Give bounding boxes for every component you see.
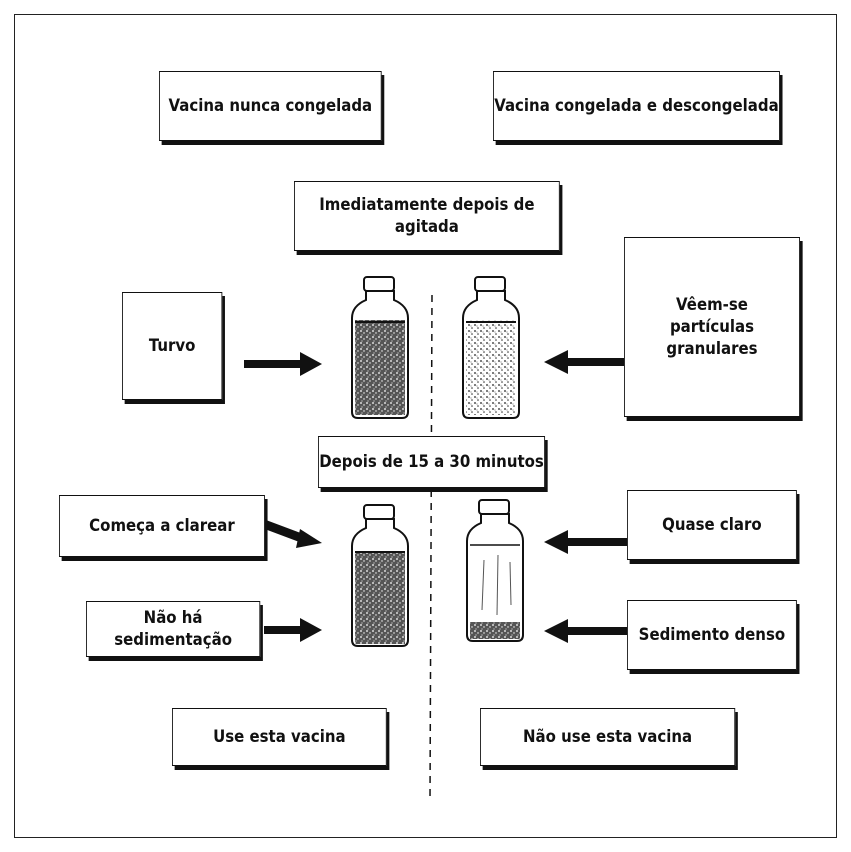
arrow-quase-claro	[544, 530, 627, 554]
arrow-particulas	[544, 350, 625, 374]
vial-left-settled	[351, 504, 409, 647]
obs-granular-particles: Vêem-se partículas granulares	[624, 237, 800, 417]
obs-dense-sediment: Sedimento denso	[627, 600, 797, 670]
label-after-shaking: Imediatamente depois de agitada	[294, 181, 560, 251]
verdict-do-not-use: Não use esta vacina	[480, 708, 736, 766]
arrow-nao-sedimentacao	[264, 618, 322, 642]
vial-right-settled	[466, 499, 524, 642]
obs-almost-clear: Quase claro	[627, 490, 797, 560]
center-divider	[429, 294, 433, 801]
arrow-turvo	[244, 352, 322, 376]
obs-begins-to-clear: Começa a clarear	[59, 495, 265, 557]
arrow-comeca-clarear	[262, 520, 322, 548]
obs-turvo: Turvo	[122, 292, 223, 400]
label-after-15-30-min: Depois de 15 a 30 minutos	[318, 436, 546, 488]
verdict-use: Use esta vacina	[172, 708, 387, 766]
obs-no-sedimentation: Não há sedimentação	[86, 601, 261, 657]
vial-left-shaken	[351, 276, 409, 419]
label-frozen-thawed: Vacina congelada e descongelada	[493, 71, 780, 141]
vial-right-shaken	[462, 276, 520, 419]
label-never-frozen: Vacina nunca congelada	[159, 71, 382, 141]
arrow-sedimento-denso	[544, 619, 627, 643]
diagram-frame	[14, 14, 837, 838]
